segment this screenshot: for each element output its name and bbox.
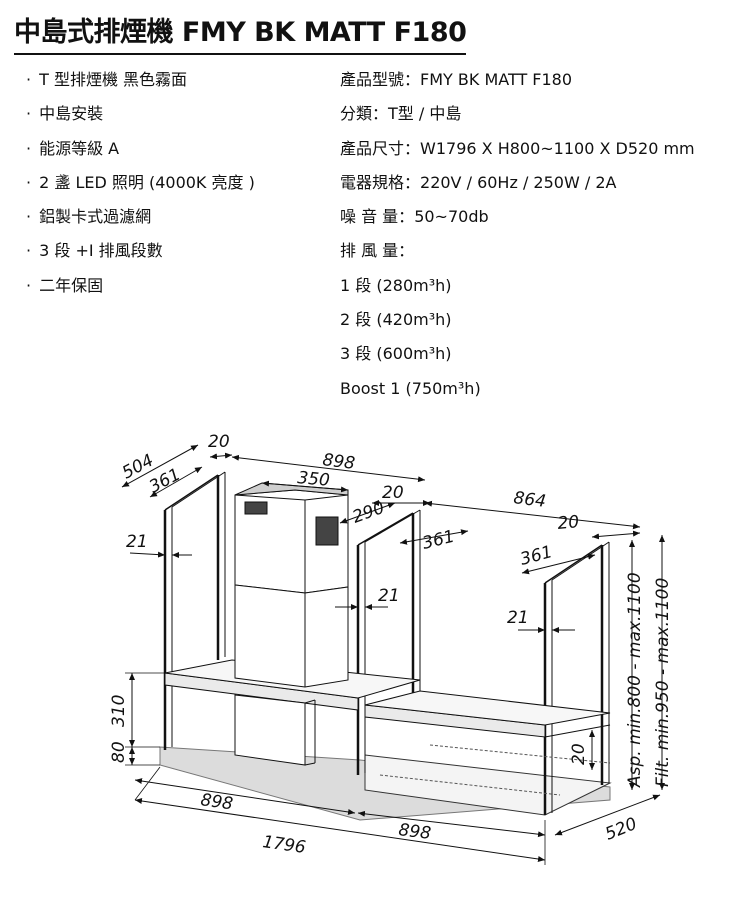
spec-label: 排 風 量：	[340, 241, 415, 261]
spec-row: 分類：T型 / 中島	[340, 102, 695, 136]
dimension-lines	[121, 444, 665, 865]
dim-label: 21	[126, 532, 148, 552]
feature-item: 中島安裝	[26, 102, 255, 136]
feature-item: 能源等級 A	[26, 137, 255, 171]
spec-label: 分類：	[340, 104, 389, 124]
spec-list: 產品型號：FMY BK MATT F180 分類：T型 / 中島 產品尺寸：W1…	[340, 68, 695, 411]
dim-label: 361	[420, 527, 456, 554]
spec-value: 220V / 60Hz / 250W / 2A	[420, 172, 617, 192]
spec-row: 產品型號：FMY BK MATT F180	[340, 68, 695, 102]
spec-row: 3 段 (600m³h)	[340, 342, 695, 376]
dim-label-filt: Filt. min.950 - max.1100	[653, 578, 673, 787]
spec-value: 2 段 (420m³h)	[340, 310, 452, 330]
dim-label: 1796	[261, 832, 307, 858]
spec-row: 1 段 (280m³h)	[340, 274, 695, 308]
feature-item: 二年保固	[26, 274, 255, 308]
hood-drawing	[159, 471, 612, 821]
page-title: 中島式排煙機 FMY BK MATT F180	[14, 10, 467, 55]
spec-label: 產品型號：	[340, 70, 421, 89]
spec-value: W1796 X H800~1100 X D520 mm	[420, 138, 695, 158]
dim-label: 864	[512, 488, 547, 512]
dim-label: 520	[602, 814, 640, 845]
feature-list: T 型排煙機 黑色霧面 中島安裝 能源等級 A 2 盞 LED 照明 (4000…	[26, 68, 255, 308]
dim-label: 898	[321, 450, 356, 474]
spec-row: 噪 音 量：50~70db	[340, 205, 695, 239]
spec-label: 電器規格：	[340, 172, 421, 192]
dim-label: 20	[557, 512, 580, 534]
feature-item: 鋁製卡式過濾網	[26, 205, 255, 239]
spec-value: 1 段 (280m³h)	[340, 275, 452, 295]
dim-label: 20	[382, 483, 404, 503]
dim-label: 898	[199, 790, 234, 814]
spec-value: 3 段 (600m³h)	[340, 344, 452, 364]
dim-label: 21	[507, 608, 529, 628]
feature-item: T 型排煙機 黑色霧面	[26, 68, 255, 102]
spec-value: FMY BK MATT F180	[420, 70, 573, 89]
spec-value: Boost 1 (750m³h)	[340, 378, 481, 398]
dim-label: 350	[297, 468, 331, 491]
dim-label: 80	[109, 741, 129, 763]
spec-value: 50~70db	[414, 207, 489, 227]
spec-value: T型 / 中島	[388, 104, 462, 124]
spec-row: 排 風 量：	[340, 239, 695, 273]
dim-label-asp: Asp. min.800 - max.1100	[625, 572, 645, 788]
dimension-drawing: 504 361 20 898 350 290 20 361 864 20 361…	[109, 432, 673, 865]
dim-label: 20	[208, 432, 230, 452]
dim-label: 361	[518, 542, 555, 570]
feature-item: 3 段 +I 排風段數	[26, 239, 255, 273]
dim-label: 20	[569, 743, 589, 765]
spec-row: Boost 1 (750m³h)	[340, 377, 695, 411]
spec-row: 產品尺寸：W1796 X H800~1100 X D520 mm	[340, 137, 695, 171]
spec-label: 噪 音 量：	[340, 207, 415, 227]
dim-label: 898	[397, 820, 432, 844]
spec-label: 產品尺寸：	[340, 138, 421, 158]
spec-row: 電器規格：220V / 60Hz / 250W / 2A	[340, 171, 695, 205]
feature-item: 2 盞 LED 照明 (4000K 亮度 )	[26, 171, 255, 205]
dim-label: 21	[378, 586, 400, 606]
dim-label: 310	[109, 695, 129, 727]
spec-row: 2 段 (420m³h)	[340, 308, 695, 342]
